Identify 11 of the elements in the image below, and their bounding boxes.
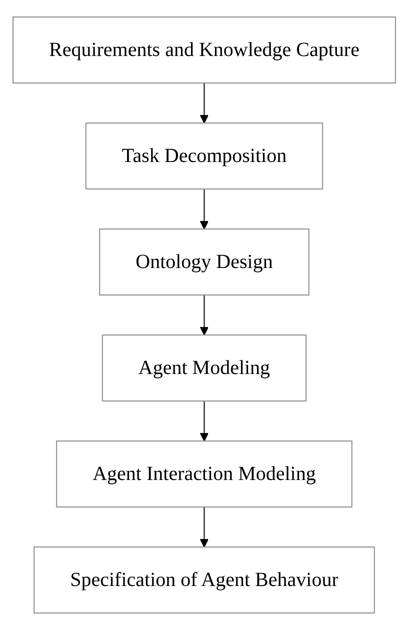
arrow [200,294,209,335]
node-box: Agent Interaction Modeling [56,440,353,507]
arrow [200,82,209,123]
node-box: Specification of Agent Behaviour [34,546,376,613]
node-box: Agent Modeling [102,334,307,401]
node-box: Requirements and Knowledge Capture [12,16,396,83]
arrow [200,506,209,547]
arrow [200,400,209,441]
node-box: Ontology Design [99,228,310,295]
node-box: Task Decomposition [86,122,324,189]
arrow [200,188,209,229]
